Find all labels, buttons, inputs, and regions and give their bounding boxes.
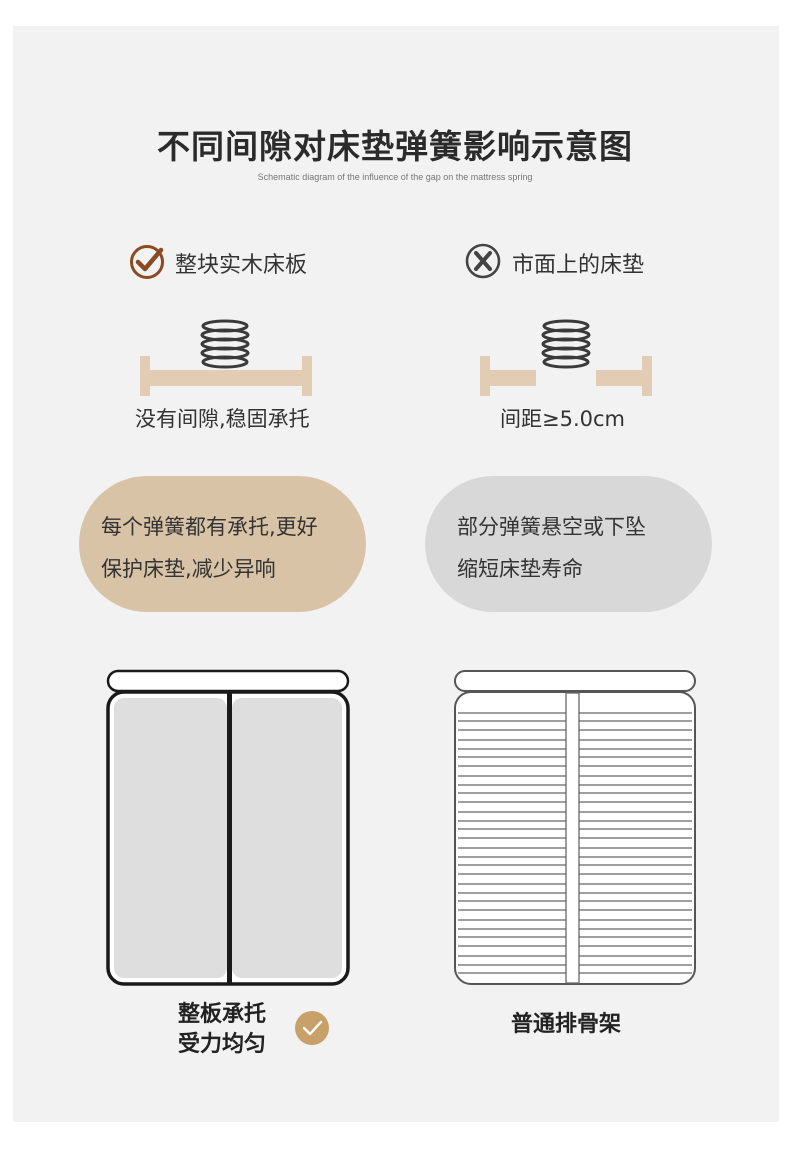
right-heading: 市面上的床垫 [512,253,645,278]
right-bottom-label: 普通排骨架 [511,1012,622,1037]
slat-frame-illustration [454,670,696,985]
left-pill-line-2: 保护床垫,减少异响 [101,557,276,581]
left-heading: 整块实木床板 [175,253,308,278]
check-badge-icon [295,1011,329,1045]
left-bottom-line-1: 整板承托 [178,1002,267,1027]
solid-bed-board-illustration [106,669,350,986]
page-title: 不同间隙对床垫弹簧影响示意图 [157,127,633,166]
right-caption: 间距≥5.0cm [500,407,625,431]
spring-icon [541,319,591,369]
left-caption: 没有间隙,稳固承托 [135,407,310,431]
slat-gap-spring-diagram [480,319,652,396]
left-bottom-label: 整板承托 受力均匀 [178,1000,266,1060]
right-pill-line-1: 部分弹簧悬空或下坠 [457,515,646,539]
left-bottom-line-2: 受力均匀 [178,1032,267,1057]
solid-board-spring-diagram [140,319,312,396]
left-info-pill: 每个弹簧都有承托,更好 保护床垫,减少异响 [79,476,366,612]
x-circle-icon [465,243,501,279]
check-circle-icon [130,245,164,279]
left-pill-line-1: 每个弹簧都有承托,更好 [101,515,318,539]
page-subtitle: Schematic diagram of the influence of th… [257,172,533,182]
spring-icon [200,319,250,369]
right-info-pill: 部分弹簧悬空或下坠 缩短床垫寿命 [425,476,712,612]
right-pill-line-2: 缩短床垫寿命 [457,557,583,581]
